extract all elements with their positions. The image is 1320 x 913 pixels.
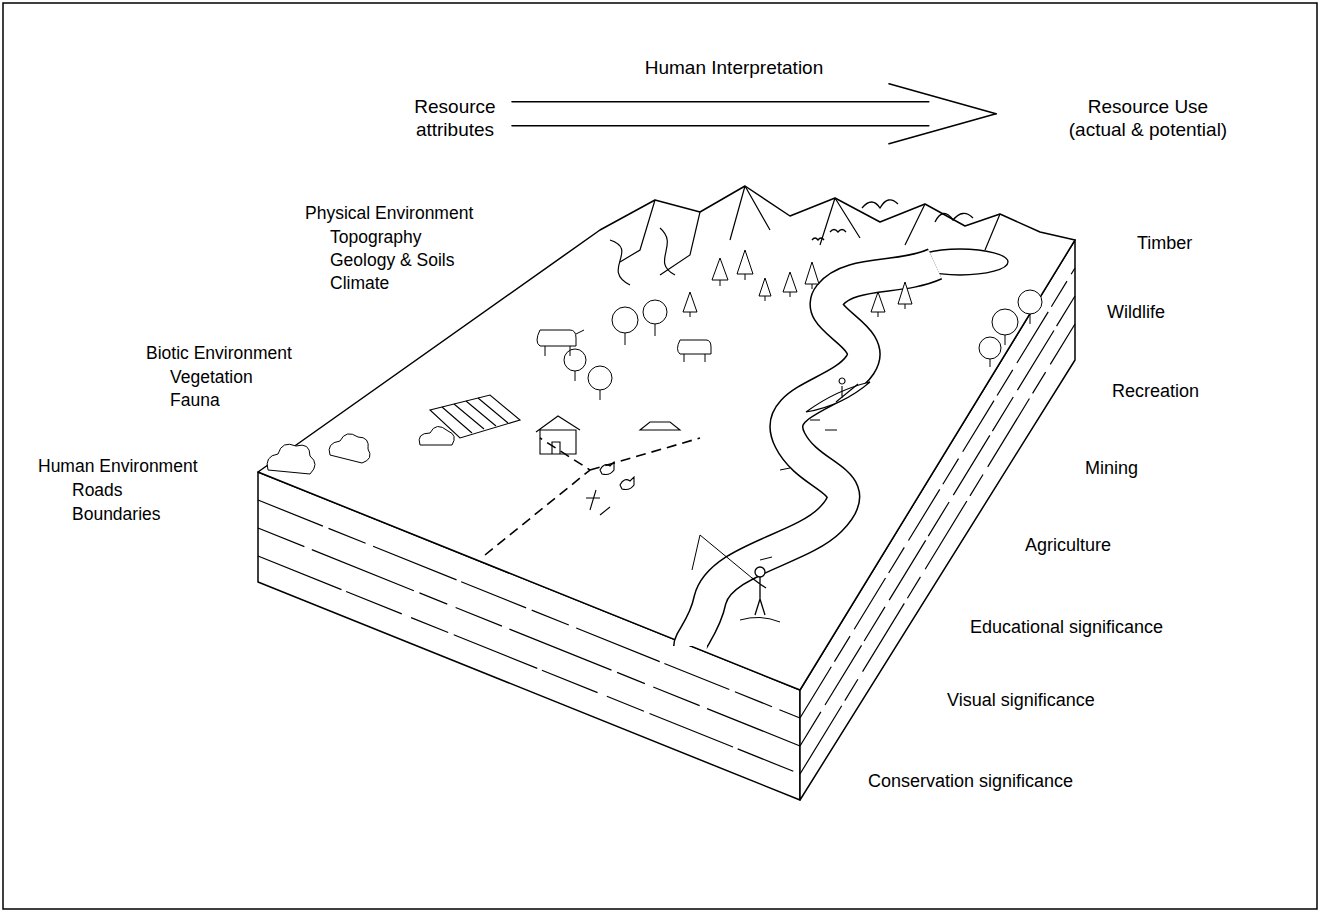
attribute-label: Fauna: [170, 390, 220, 411]
attribute-label: Geology & Soils: [330, 250, 455, 271]
arrow-stroke: [512, 125, 929, 127]
deciduous-trees-part: [564, 349, 586, 371]
canoe: [806, 378, 870, 412]
resource-use-label: Conservation significance: [868, 771, 1073, 793]
frame: [3, 3, 1317, 909]
fisherman: [692, 535, 780, 622]
conifer-trees-part: [759, 278, 771, 301]
deciduous-trees-part: [612, 307, 638, 333]
node-text: (actual & potential): [998, 119, 1298, 142]
node-text: Resource attributes: [400, 96, 510, 142]
attribute-label: Topography: [330, 227, 421, 248]
deciduous-trees-part: [575, 371, 576, 381]
resource-attributes-heading: Resource attributes: [400, 96, 510, 142]
deciduous-trees-part: [625, 333, 626, 345]
bushes-part: [329, 434, 370, 463]
fisherman-part: [752, 577, 766, 615]
deciduous-trees-part: [1018, 290, 1042, 314]
node-text: Resource Use: [998, 96, 1298, 119]
resource-use-label: Recreation: [1112, 381, 1199, 403]
resource-use-label: Visual significance: [947, 690, 1095, 712]
resource-use-label: Wildlife: [1107, 302, 1165, 324]
farm-part: [442, 398, 508, 433]
attribute-label: Roads: [72, 480, 123, 501]
boundary-line-part: [485, 438, 700, 555]
conifer-trees-part: [805, 262, 819, 289]
fisherman-part: [692, 535, 752, 578]
deciduous-trees-part: [600, 390, 601, 400]
conifer-trees-part: [712, 258, 728, 286]
conifer-trees-part: [871, 292, 885, 317]
land-block-part: [258, 186, 1075, 690]
double-line-arrow: [512, 84, 996, 144]
cow-part: [537, 330, 584, 356]
cow: [537, 330, 711, 362]
deciduous-trees-part: [1005, 335, 1006, 345]
birds: [812, 200, 973, 240]
strata-lines-part: [258, 528, 800, 746]
attribute-label: Physical Environment: [305, 203, 473, 224]
arrow-label: Human Interpretation: [642, 57, 827, 80]
canoe-part: [836, 378, 858, 402]
arrow-stroke: [889, 84, 996, 114]
bushes-part: [267, 444, 315, 474]
resource-use-label: Timber: [1137, 233, 1192, 255]
resource-use-label: Mining: [1085, 458, 1138, 480]
bushes: [267, 426, 454, 474]
arrow-stroke: [512, 101, 929, 103]
farm-part: [430, 395, 520, 438]
river-part: [690, 264, 935, 646]
fisherman-part: [740, 617, 780, 622]
farm-part: [600, 462, 634, 490]
conifer-trees: [683, 250, 912, 317]
bushes-part: [419, 426, 454, 445]
deciduous-trees-part: [990, 359, 991, 367]
conifer-trees-part: [737, 250, 753, 280]
deciduous-trees-part: [655, 324, 656, 336]
deciduous-trees-part: [1030, 314, 1031, 324]
birds-part: [862, 200, 898, 208]
mountains-part: [620, 200, 700, 275]
river: [690, 264, 935, 646]
deciduous-trees-part: [588, 366, 612, 390]
arrow-stroke: [889, 114, 996, 144]
attribute-label: Human Environment: [38, 456, 198, 477]
fisherman-part: [755, 567, 765, 577]
boundary-line: [485, 438, 700, 555]
resource-use-label: Educational significance: [970, 617, 1163, 639]
mountains-part: [610, 228, 675, 285]
farm-part: [586, 490, 610, 515]
resource-use-label: Agriculture: [1025, 535, 1111, 557]
canoe-part: [806, 382, 870, 412]
attribute-label: Boundaries: [72, 504, 161, 525]
attribute-label: Vegetation: [170, 367, 253, 388]
conifer-trees-part: [683, 292, 697, 317]
conifer-trees-part: [898, 282, 912, 309]
birds-part: [812, 230, 846, 241]
mountains-part: [730, 186, 1000, 250]
resource-use-heading: Resource Use(actual & potential): [998, 96, 1298, 142]
deciduous-trees-part: [992, 309, 1018, 335]
deciduous-trees: [564, 290, 1042, 400]
farm-part: [536, 416, 580, 454]
attribute-label: Climate: [330, 273, 389, 294]
conifer-trees-part: [783, 272, 797, 297]
farm-part: [640, 422, 680, 430]
deciduous-trees-part: [979, 337, 1001, 359]
river-part: [690, 264, 935, 646]
birds-part: [935, 213, 973, 222]
deciduous-trees-part: [643, 300, 667, 324]
attribute-label: Biotic Environment: [146, 343, 292, 364]
river-part: [760, 420, 837, 560]
cow-part: [678, 340, 712, 362]
